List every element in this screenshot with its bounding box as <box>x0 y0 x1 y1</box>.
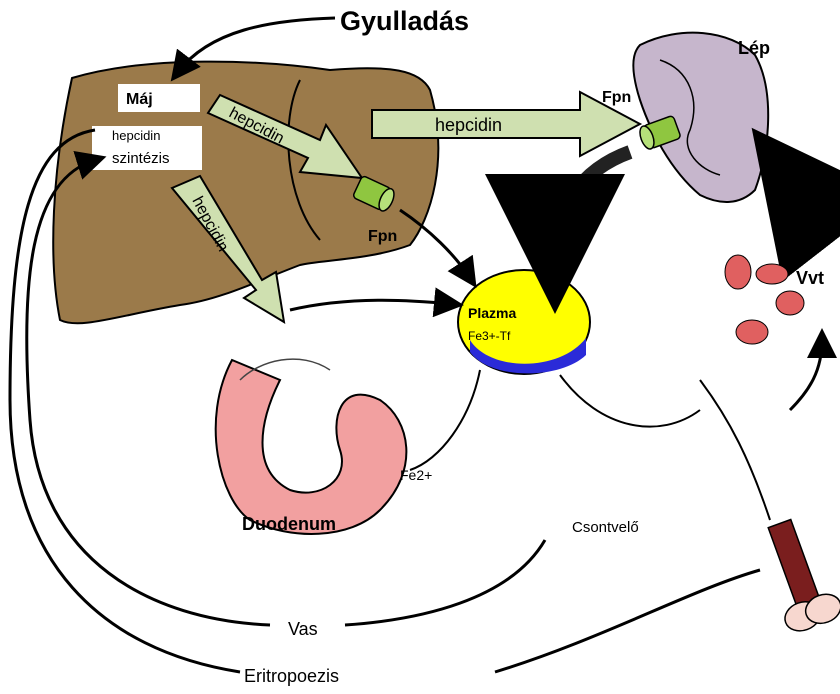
loop-iron-right <box>344 539 547 627</box>
fpn-spleen-label: Fpn <box>602 89 631 106</box>
liver-label-box <box>118 84 200 112</box>
loop-erythropoiesis-right <box>494 568 761 674</box>
synthesis-label-line2: szintézis <box>112 150 170 167</box>
arrow-rbc-to-spleen <box>751 127 840 282</box>
ferroportin-liver <box>352 175 395 212</box>
loop-erythropoiesis <box>8 128 241 674</box>
plasma-label: Plazma <box>468 305 516 321</box>
bone-marrow-label: Csontvelő <box>572 519 639 536</box>
arrow-liver-to-plasma <box>399 208 477 289</box>
synthesis-label-line1: hepcidin <box>112 128 160 143</box>
plasma-lower <box>470 338 586 374</box>
plasma-fe-label: Fe3+-Tf <box>468 329 511 343</box>
synthesis-label-box <box>92 126 202 170</box>
arrow-spleen-to-plasma <box>485 145 633 314</box>
loop-iron <box>25 150 271 627</box>
rbc-label: Vvt <box>796 268 824 288</box>
spleen-shape <box>632 31 770 203</box>
marrow-vessel <box>699 379 771 521</box>
duodenum-label: Duodenum <box>242 514 336 534</box>
hepcidin-arrow-duodenum: hepcidin <box>170 174 286 324</box>
duodenum-mucosa <box>239 358 331 381</box>
liver-label: Máj <box>126 91 153 108</box>
enterocyte-label: Fe2+ <box>400 467 432 483</box>
arrow-marrow-to-rbc <box>788 328 837 412</box>
erythropoiesis-label: Eritropoezis <box>244 666 339 686</box>
title: Gyulladás <box>340 6 469 36</box>
fpn-liver-label: Fpn <box>368 228 397 245</box>
arrow-plasma-to-duodenum <box>409 369 481 471</box>
liver-lobe-line <box>287 79 321 241</box>
spleen-label: Lép <box>738 38 770 58</box>
spleen-vessel <box>659 59 721 176</box>
arrow-duodenum-to-plasma <box>289 287 464 318</box>
hepcidin-arrow-spleen: hepcidin <box>371 90 643 158</box>
inflammation-arrow <box>170 16 336 82</box>
bone-shape <box>767 518 840 632</box>
hepcidin-arrow-spleen-label: hepcidin <box>435 115 502 135</box>
rbc-group <box>724 254 805 345</box>
ferroportin-spleen <box>639 115 681 150</box>
duodenum-shape <box>214 358 408 535</box>
arrow-plasma-to-marrow <box>559 374 701 428</box>
iron-label: Vas <box>288 619 318 639</box>
